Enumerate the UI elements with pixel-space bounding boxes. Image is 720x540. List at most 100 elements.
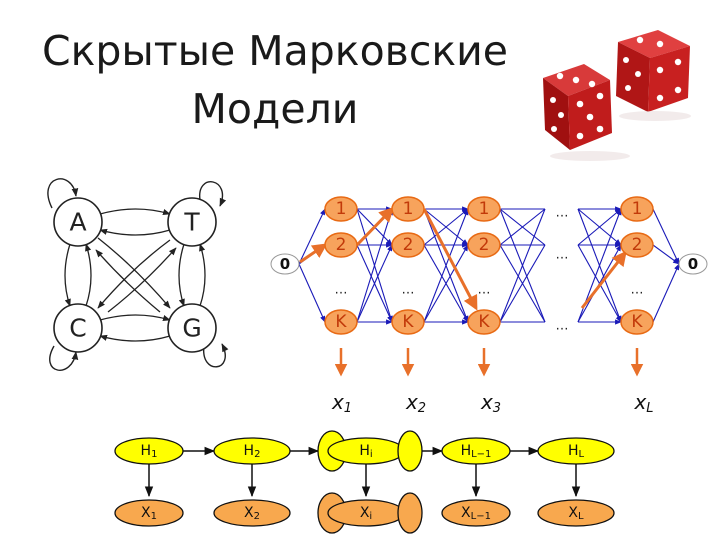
svg-text:X2: X2 xyxy=(244,505,260,522)
trellis-node xyxy=(620,196,654,222)
trellis-node xyxy=(620,309,654,335)
self-loop-g xyxy=(203,343,229,368)
trellis-diagram: 1 2 … K 1 2 … K 1 2 … K 1 2 … K 0 0 … … … x1 x2 x3 xL xyxy=(270,196,708,416)
observation-xl: xL xyxy=(633,390,653,416)
end-node-label: 0 xyxy=(688,255,698,273)
trellis-edge xyxy=(423,208,469,323)
state-t-label: T xyxy=(183,208,200,237)
trellis-nodes: 1 2 … K 1 2 … K 1 2 … K 1 2 … K xyxy=(324,196,654,335)
trellis-edge xyxy=(652,263,680,323)
trellis-edge xyxy=(298,208,326,265)
path-segment xyxy=(422,208,478,311)
trellis-edge xyxy=(577,208,622,246)
trellis-node-label: 2 xyxy=(632,235,643,255)
self-loop-t xyxy=(199,181,227,207)
trellis-edge xyxy=(652,208,680,265)
die-left xyxy=(543,64,612,150)
observation-x2: x2 xyxy=(405,390,426,416)
self-loop-a xyxy=(47,178,79,209)
hidden-node-hl: HL xyxy=(537,437,615,465)
column-ellipsis-1: … xyxy=(556,206,569,221)
observed-node-xl: XL xyxy=(537,499,615,527)
observed-node-xl-1: XL−1 xyxy=(441,499,511,527)
trellis-ellipsis: … xyxy=(631,283,644,298)
trellis-edges xyxy=(298,206,680,325)
markov-chain-graph: A T C G xyxy=(47,178,229,371)
svg-text:X1: X1 xyxy=(141,505,157,522)
trellis-edge xyxy=(423,244,469,323)
slide-title-line1: Скрытые Марковские xyxy=(41,27,508,75)
state-c: C xyxy=(53,303,103,353)
observed-node-x1: X1 xyxy=(114,499,184,527)
trellis-edge xyxy=(356,208,393,323)
trellis-edge xyxy=(298,263,326,323)
trellis-node-label: K xyxy=(478,312,490,332)
state-a-label: A xyxy=(69,208,86,237)
trellis-node-label: K xyxy=(631,312,643,332)
trellis-edge xyxy=(499,244,546,323)
path-segment xyxy=(299,243,328,264)
hidden-node-hi: Hi xyxy=(327,437,405,465)
trellis-node-label: 2 xyxy=(403,235,414,255)
trellis-edge xyxy=(499,208,546,323)
hidden-node-h1: H1 xyxy=(114,437,184,465)
self-loop-c xyxy=(49,345,79,371)
start-node-label: 0 xyxy=(280,255,290,273)
hidden-node-hl-1: HL−1 xyxy=(441,437,511,465)
trellis-ellipsis: … xyxy=(478,283,491,298)
trellis-node xyxy=(324,309,358,335)
trellis-ellipsis: … xyxy=(402,283,415,298)
observation-x3: x3 xyxy=(480,390,501,416)
trellis-node-label: 1 xyxy=(632,199,643,219)
svg-text:HL: HL xyxy=(568,443,585,460)
observed-node-right-placeholder xyxy=(397,492,423,534)
observed-node-x2: X2 xyxy=(213,499,291,527)
trellis-node xyxy=(467,232,501,258)
trellis-highlight-path xyxy=(299,206,627,311)
observed-node-xi: Xi xyxy=(327,499,405,527)
trellis-node-label: 1 xyxy=(336,199,347,219)
state-g: G xyxy=(167,303,217,353)
trellis-node-label: K xyxy=(402,312,414,332)
trellis-node xyxy=(467,196,501,222)
observation-x1: x1 xyxy=(331,390,352,416)
trellis-node xyxy=(391,232,425,258)
state-g-label: G xyxy=(182,314,201,343)
trellis-edge xyxy=(499,208,546,246)
trellis-node xyxy=(391,309,425,335)
state-a: A xyxy=(53,197,103,247)
svg-text:HL−1: HL−1 xyxy=(461,443,492,460)
trellis-node-label: 1 xyxy=(479,199,490,219)
trellis-ellipsis: … xyxy=(335,283,348,298)
die-right xyxy=(616,30,690,112)
trellis-node xyxy=(324,196,358,222)
hidden-node-right-placeholder xyxy=(397,430,423,472)
dice-image xyxy=(543,30,691,161)
start-node: 0 xyxy=(270,253,300,275)
svg-text:H1: H1 xyxy=(141,443,158,460)
svg-text:Xi: Xi xyxy=(360,505,372,522)
trellis-edge xyxy=(652,244,680,265)
end-node: 0 xyxy=(678,253,708,275)
hidden-node-h2: H2 xyxy=(213,437,291,465)
observation-arrows xyxy=(334,348,644,377)
svg-text:H2: H2 xyxy=(244,443,261,460)
trellis-node xyxy=(467,309,501,335)
hmm-chain: H1 H2 Hi HL−1 HL X1 X2 xyxy=(114,430,615,534)
trellis-node-label: 1 xyxy=(403,199,414,219)
column-ellipsis-2: … xyxy=(556,248,569,263)
state-c-label: C xyxy=(69,314,86,343)
trellis-node xyxy=(620,232,654,258)
svg-text:XL: XL xyxy=(568,505,584,522)
trellis-node xyxy=(324,232,358,258)
path-segment xyxy=(580,250,627,309)
column-ellipsis-3: … xyxy=(556,319,569,334)
trellis-node-label: 2 xyxy=(479,235,490,255)
trellis-edge xyxy=(423,208,469,246)
trellis-node-label: K xyxy=(335,312,347,332)
trellis-node xyxy=(391,196,425,222)
trellis-node-label: 2 xyxy=(336,235,347,255)
state-t: T xyxy=(167,197,217,247)
svg-text:Hi: Hi xyxy=(359,443,372,460)
